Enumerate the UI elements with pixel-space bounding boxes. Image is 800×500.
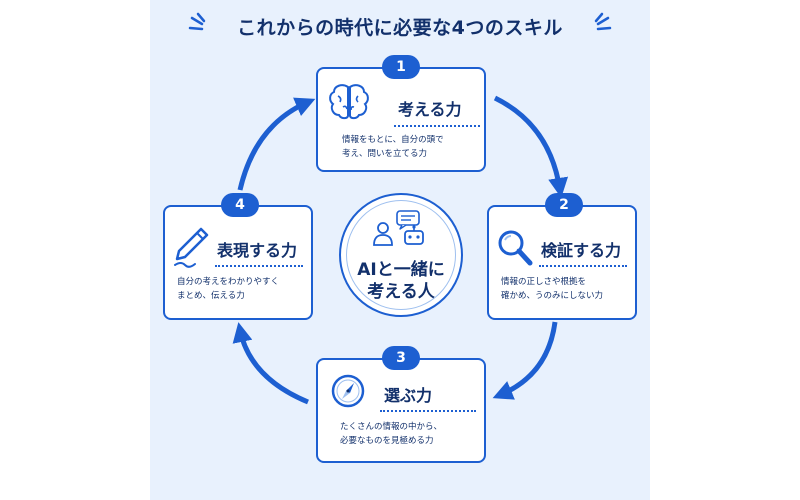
center-title-line2: 考える人 <box>367 282 435 302</box>
person-and-robot-icon <box>373 210 424 246</box>
brain-icon <box>329 84 369 120</box>
skill-description-line2: 考え、問いを立てる力 <box>342 149 428 159</box>
skill-title: 考える力 <box>398 100 462 119</box>
arrow-4-to-1 <box>237 97 316 191</box>
skill-divider <box>539 265 627 267</box>
skill-description-line2: 必要なものを見極める力 <box>340 436 434 446</box>
skill-description-line2: 確かめ、うのみにしない力 <box>501 291 604 301</box>
skill-divider <box>380 410 476 412</box>
skill-description-line2: まとめ、伝える力 <box>177 291 245 301</box>
infographic-canvas: これからの時代に必要な4つのスキル 1 考える力 情報をもとに、自分の頭で 考え… <box>150 0 650 500</box>
pen-icon <box>174 227 209 268</box>
title-right-accent-icon <box>594 12 612 31</box>
skill-card-choosing: 3 選ぶ力 たくさんの情報の中から、 必要なものを見極める力 <box>316 346 486 463</box>
skill-description-line1: 自分の考えをわかりやすく <box>177 277 280 287</box>
skill-number-badge: 1 <box>382 55 420 79</box>
arrow-2-to-3 <box>492 321 558 400</box>
page-title: これからの時代に必要な4つのスキル <box>237 17 563 39</box>
center-inner-ring <box>346 200 456 310</box>
skill-card-thinking: 1 考える力 情報をもとに、自分の頭で 考え、問いを立てる力 <box>316 55 486 172</box>
skill-title: 検証する力 <box>541 241 622 260</box>
arrow-3-to-4 <box>232 322 309 405</box>
skill-title: 表現する力 <box>217 241 298 260</box>
skill-description-line1: たくさんの情報の中から、 <box>340 422 443 432</box>
compass-icon <box>331 374 365 408</box>
arrow-1-to-2 <box>493 95 569 198</box>
skill-card-expressing: 4 表現する力 自分の考えをわかりやすく まとめ、伝える力 <box>163 193 313 320</box>
skill-description-line1: 情報の正しさや根拠を <box>501 277 587 287</box>
skill-title: 選ぶ力 <box>384 386 433 405</box>
skill-number-badge: 4 <box>221 193 259 217</box>
skill-description-line1: 情報をもとに、自分の頭で <box>342 135 444 145</box>
skill-divider <box>394 125 480 127</box>
skill-divider <box>215 265 303 267</box>
cycle-arrows <box>232 95 569 405</box>
skill-number-badge: 2 <box>545 193 583 217</box>
center-title-line1: AIと一緒に <box>357 260 445 280</box>
skill-card-verifying: 2 検証する力 情報の正しさや根拠を 確かめ、うのみにしない力 <box>487 193 637 320</box>
magnifier-icon <box>498 230 533 266</box>
title-left-accent-icon <box>188 12 206 31</box>
center-circle: AIと一緒に 考える人 <box>339 193 463 317</box>
skill-number-badge: 3 <box>382 346 420 370</box>
